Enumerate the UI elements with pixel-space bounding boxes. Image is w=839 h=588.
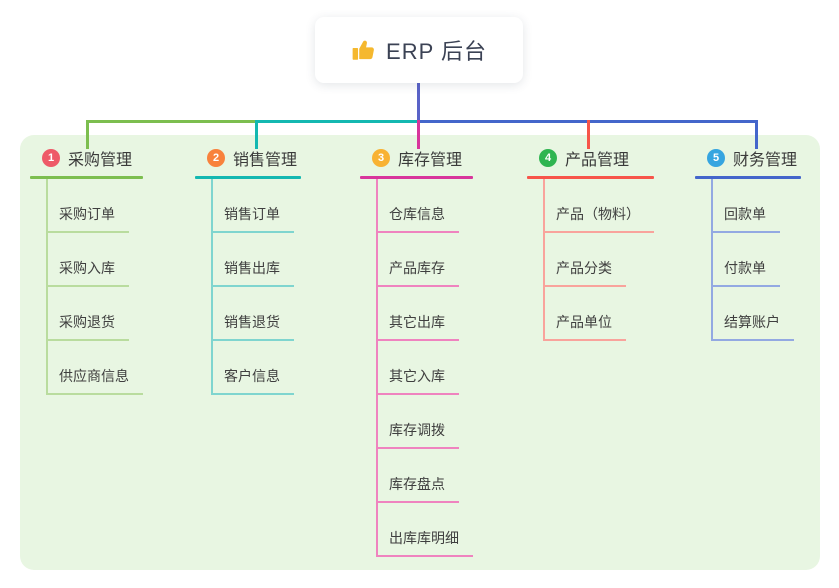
child-node[interactable]: 结算账户 [713, 287, 794, 341]
child-node-label: 产品库存 [389, 260, 445, 276]
branch-node-2: 2 销售管理 销售订单销售出库销售退货客户信息 [195, 146, 302, 395]
root-node-erp[interactable]: ERP 后台 [315, 17, 523, 83]
child-node-label: 仓库信息 [389, 206, 445, 222]
child-node-label: 库存调拨 [389, 422, 445, 438]
branch-label[interactable]: 2 销售管理 [195, 146, 301, 170]
child-node-label: 供应商信息 [59, 368, 129, 384]
child-node-label: 其它入库 [389, 368, 445, 384]
child-node-label: 销售订单 [224, 206, 280, 222]
child-node-label: 销售出库 [224, 260, 280, 276]
child-node[interactable]: 库存调拨 [378, 395, 459, 449]
branch-underline [695, 176, 802, 179]
branch-node-5: 5 财务管理 回款单付款单结算账户 [695, 146, 802, 341]
branch-label[interactable]: 3 库存管理 [360, 146, 473, 170]
branch-number-badge: 4 [539, 149, 557, 167]
branch-label[interactable]: 5 财务管理 [695, 146, 801, 170]
branch-underline [30, 176, 143, 179]
branch-title: 销售管理 [233, 152, 298, 169]
branch-children: 销售订单销售出库销售退货客户信息 [211, 179, 294, 395]
child-node-label: 产品（物料） [556, 206, 640, 222]
child-node[interactable]: 采购入库 [48, 233, 129, 287]
branch-children: 仓库信息产品库存其它出库其它入库库存调拨库存盘点出库库明细 [376, 179, 473, 557]
child-node[interactable]: 采购订单 [48, 179, 129, 233]
connector-drop-branch-1 [86, 120, 89, 149]
branch-underline [527, 176, 654, 179]
child-node[interactable]: 仓库信息 [378, 179, 459, 233]
child-node-label: 其它出库 [389, 314, 445, 330]
child-node[interactable]: 其它出库 [378, 287, 459, 341]
branch-node-4: 4 产品管理 产品（物料） 产品分类产品单位 [527, 146, 654, 341]
connector-bus-branch-1 [86, 120, 258, 123]
connector-root-tap [417, 83, 420, 123]
child-node[interactable]: 付款单 [713, 233, 780, 287]
connector-drop-branch-3 [417, 120, 420, 149]
branch-title: 产品管理 [565, 152, 630, 169]
connector-bus-branch-2 [255, 120, 420, 123]
child-node-label: 产品单位 [556, 314, 612, 330]
connector-drop-branch-4 [587, 120, 590, 149]
branch-number-badge: 2 [207, 149, 225, 167]
branch-title: 库存管理 [398, 152, 463, 169]
branch-children: 回款单付款单结算账户 [711, 179, 794, 341]
branch-title: 财务管理 [733, 152, 798, 169]
connector-drop-branch-5 [755, 120, 758, 149]
child-node-label: 产品分类 [556, 260, 612, 276]
branch-node-1: 1 采购管理 采购订单采购入库采购退货供应商信息 [30, 146, 143, 395]
child-node[interactable]: 采购退货 [48, 287, 129, 341]
child-node[interactable]: 销售订单 [213, 179, 294, 233]
branch-label[interactable]: 1 采购管理 [30, 146, 143, 170]
child-node[interactable]: 销售退货 [213, 287, 294, 341]
child-node-label: 回款单 [724, 206, 766, 222]
child-node-label: 出库库明细 [389, 530, 459, 546]
branch-node-3: 3 库存管理 仓库信息产品库存其它出库其它入库库存调拨库存盘点出库库明细 [360, 146, 473, 557]
connector-drop-branch-2 [255, 120, 258, 149]
child-node[interactable]: 供应商信息 [48, 341, 143, 395]
child-node-label: 采购入库 [59, 260, 115, 276]
branch-number-badge: 5 [707, 149, 725, 167]
child-node-label: 付款单 [724, 260, 766, 276]
mindmap-canvas-panel [20, 135, 820, 570]
branch-children: 产品（物料） 产品分类产品单位 [543, 179, 654, 341]
child-node[interactable]: 产品库存 [378, 233, 459, 287]
branch-children: 采购订单采购入库采购退货供应商信息 [46, 179, 143, 395]
child-node[interactable]: 库存盘点 [378, 449, 459, 503]
child-node-label: 采购退货 [59, 314, 115, 330]
child-node-label: 库存盘点 [389, 476, 445, 492]
branch-title: 采购管理 [68, 152, 133, 169]
child-node[interactable]: 回款单 [713, 179, 780, 233]
child-node-label: 客户信息 [224, 368, 280, 384]
branch-underline [360, 176, 473, 179]
child-node-label: 采购订单 [59, 206, 115, 222]
branch-label[interactable]: 4 产品管理 [527, 146, 654, 170]
child-node[interactable]: 产品单位 [545, 287, 626, 341]
child-node[interactable]: 其它入库 [378, 341, 459, 395]
child-node[interactable]: 销售出库 [213, 233, 294, 287]
branch-number-badge: 3 [372, 149, 390, 167]
root-node-title: ERP 后台 [386, 39, 487, 64]
thumbs-up-icon [352, 40, 374, 60]
branch-number-badge: 1 [42, 149, 60, 167]
child-node[interactable]: 产品分类 [545, 233, 626, 287]
child-node[interactable]: 产品（物料） [545, 179, 654, 233]
child-node-label: 结算账户 [724, 314, 780, 330]
child-node[interactable]: 出库库明细 [378, 503, 473, 557]
child-node-label: 销售退货 [224, 314, 280, 330]
child-node[interactable]: 客户信息 [213, 341, 294, 395]
branch-underline [195, 176, 302, 179]
